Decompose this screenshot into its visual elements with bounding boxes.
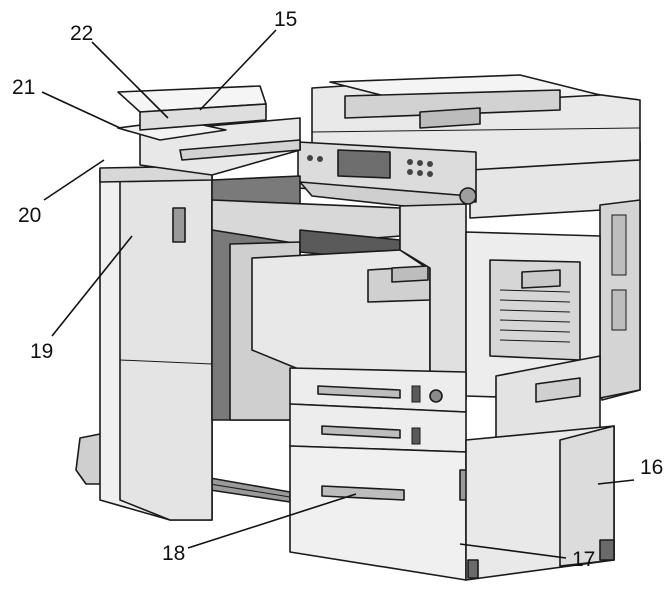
callout-16: 16	[640, 456, 663, 479]
callout-19: 19	[30, 340, 53, 363]
control-panel	[297, 141, 477, 213]
callout-20: 20	[18, 204, 41, 227]
lower-cabinet	[465, 425, 615, 581]
leader-17	[459, 543, 567, 559]
leader-lines	[41, 29, 635, 559]
leader-20	[43, 159, 105, 201]
callout-labels: 15 22 21 20 19 18 17 16	[12, 8, 663, 571]
callout-21: 21	[12, 76, 35, 99]
finisher-trays	[117, 85, 301, 176]
leader-22	[91, 41, 169, 119]
callout-17: 17	[572, 548, 595, 571]
paper-drawers	[289, 367, 471, 581]
main-body-right	[469, 141, 641, 401]
callout-18: 18	[162, 542, 185, 565]
finisher	[99, 165, 213, 521]
callout-22: 22	[70, 22, 93, 45]
front-door	[251, 203, 467, 401]
leader-15	[199, 29, 277, 111]
leader-16	[597, 479, 635, 485]
leader-18	[187, 493, 357, 549]
callout-15: 15	[274, 8, 297, 31]
leader-19	[51, 235, 133, 337]
leader-21	[41, 91, 121, 129]
document-feeder	[311, 74, 641, 171]
